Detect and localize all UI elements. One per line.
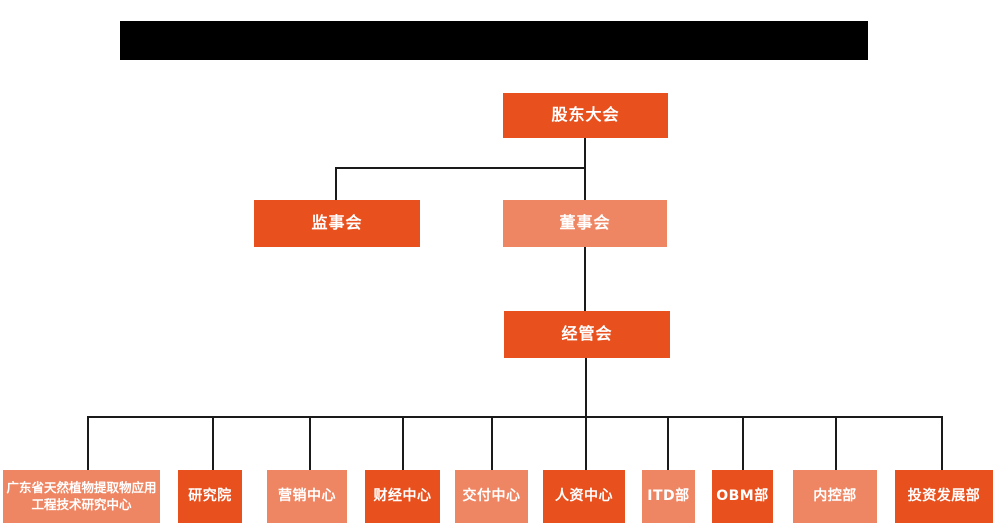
org-node-label: 监事会 xyxy=(311,213,363,233)
org-node-label: 内控部 xyxy=(813,488,857,505)
org-node-label: 人资中心 xyxy=(555,488,613,505)
org-node-supervisory-board: 监事会 xyxy=(254,200,420,247)
org-node-investment-development-department: 投资发展部 xyxy=(895,470,993,523)
org-node-itd-department: ITD部 xyxy=(642,470,695,523)
org-node-finance-center: 财经中心 xyxy=(365,470,440,523)
org-node-label: 经管会 xyxy=(561,324,613,344)
org-node-label: 交付中心 xyxy=(462,488,521,505)
org-node-internal-control-department: 内控部 xyxy=(793,470,877,523)
org-node-shareholders-meeting: 股东大会 xyxy=(503,93,668,138)
redacted-title-block xyxy=(120,21,868,60)
org-node-guangdong-plant-extract-research-center: 广东省天然植物提取物应用工程技术研究中心 xyxy=(3,470,160,523)
org-node-label: 董事会 xyxy=(559,213,611,233)
org-node-label: 股东大会 xyxy=(551,105,620,125)
org-node-label: 广东省天然植物提取物应用工程技术研究中心 xyxy=(6,480,157,512)
org-node-marketing-center: 营销中心 xyxy=(267,470,347,523)
org-node-board-of-directors: 董事会 xyxy=(503,200,667,247)
org-node-delivery-center: 交付中心 xyxy=(455,470,528,523)
org-node-label: 财经中心 xyxy=(373,488,432,505)
org-node-obm-department: OBM部 xyxy=(712,470,773,523)
org-node-label: OBM部 xyxy=(716,488,769,505)
org-node-label: 投资发展部 xyxy=(907,488,981,505)
org-node-label: 研究院 xyxy=(188,488,232,505)
org-node-research-institute: 研究院 xyxy=(178,470,242,523)
org-node-hr-center: 人资中心 xyxy=(543,470,625,523)
org-node-label: 营销中心 xyxy=(278,488,336,505)
org-node-management-committee: 经管会 xyxy=(504,311,670,358)
org-node-label: ITD部 xyxy=(647,488,690,505)
